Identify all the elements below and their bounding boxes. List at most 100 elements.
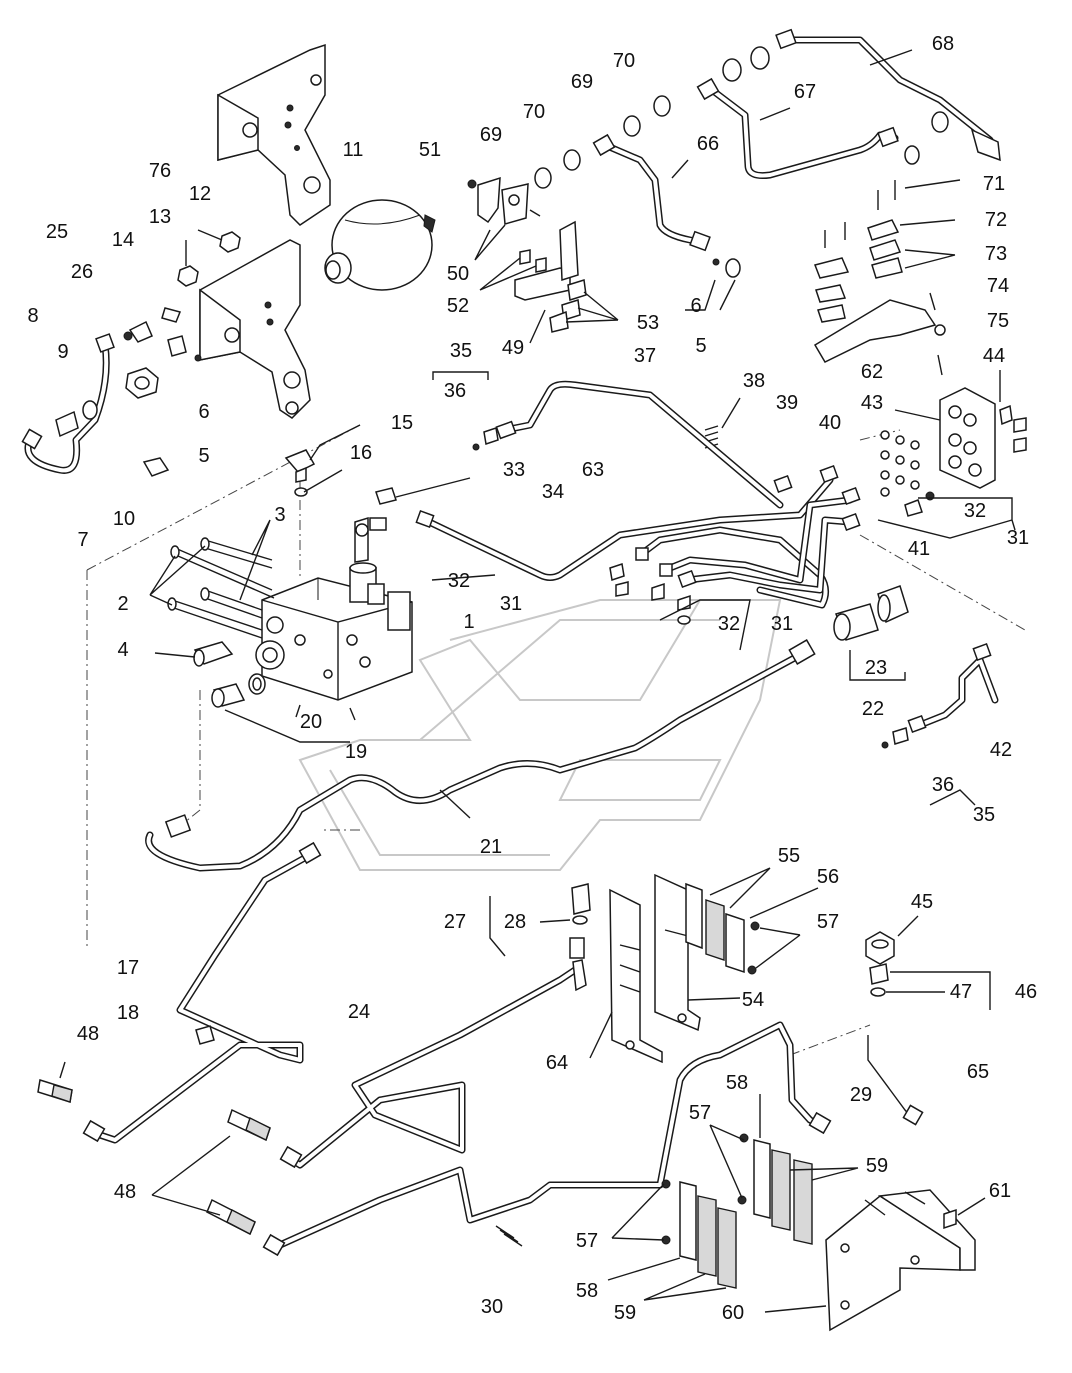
callout-label-7: 7 [77, 529, 88, 551]
callout-label-71: 71 [983, 173, 1005, 195]
callout-label-57b: 57 [689, 1102, 711, 1124]
callout-label-55: 55 [778, 845, 800, 867]
clips-57-59-lower [607, 1094, 859, 1301]
callout-label-50: 50 [447, 263, 469, 285]
callout-label-35a: 35 [450, 340, 472, 362]
callout-label-3: 3 [274, 504, 285, 526]
pipe-29-30 [262, 1021, 924, 1257]
callout-label-26: 26 [71, 261, 93, 283]
valve-block-1 [255, 516, 413, 701]
callout-label-36b: 36 [932, 774, 954, 796]
callout-label-58b: 58 [576, 1280, 598, 1302]
callout-label-44: 44 [983, 345, 1005, 367]
callout-label-12: 12 [189, 183, 211, 205]
callout-label-5b: 5 [695, 335, 706, 357]
callout-label-57c: 57 [576, 1230, 598, 1252]
callout-label-70a: 70 [523, 101, 545, 123]
callout-label-72: 72 [985, 209, 1007, 231]
plugs-22-23 [833, 585, 999, 806]
callout-label-32b: 32 [718, 613, 740, 635]
callout-label-32a: 32 [448, 570, 470, 592]
callout-label-64: 64 [546, 1052, 568, 1074]
callout-label-32c: 32 [964, 500, 986, 522]
callout-label-40: 40 [819, 412, 841, 434]
callout-label-68: 68 [932, 33, 954, 55]
callout-label-16: 16 [350, 442, 372, 464]
callout-label-76: 76 [149, 160, 171, 182]
accumulator-11 [324, 199, 436, 291]
callout-label-56: 56 [817, 866, 839, 888]
callout-label-10: 10 [113, 508, 135, 530]
pipe-24 [279, 883, 591, 1169]
spring-38 [704, 397, 741, 449]
callout-label-13: 13 [149, 206, 171, 228]
callout-label-75: 75 [987, 310, 1009, 332]
callout-label-62: 62 [861, 361, 883, 383]
fittings-45-47 [865, 915, 991, 1010]
callout-label-73: 73 [985, 243, 1007, 265]
fitting-15-16 [284, 424, 361, 497]
pipes-34-37-39-40-63 [375, 371, 861, 651]
callout-label-38: 38 [743, 370, 765, 392]
fittings-cluster [880, 430, 920, 497]
callout-label-29: 29 [850, 1084, 872, 1106]
sleeves-48 [37, 1061, 271, 1236]
callout-label-47: 47 [950, 981, 972, 1003]
callout-label-59a: 59 [866, 1155, 888, 1177]
callout-label-60: 60 [722, 1302, 744, 1324]
callout-label-14: 14 [112, 229, 134, 251]
callout-label-9: 9 [57, 341, 68, 363]
callout-label-15: 15 [391, 412, 413, 434]
callout-label-1: 1 [463, 611, 474, 633]
callout-label-69a: 69 [480, 124, 502, 146]
callout-label-21: 21 [480, 836, 502, 858]
pipe-17 [82, 841, 322, 1144]
callout-label-31a: 31 [500, 593, 522, 615]
callout-label-58a: 58 [726, 1072, 748, 1094]
bracket-12 [199, 239, 311, 419]
callout-label-45: 45 [911, 891, 933, 913]
callout-label-54: 54 [742, 989, 764, 1011]
bolts-2-3 [149, 519, 275, 639]
brackets-54-64 [589, 873, 741, 1064]
callout-label-67: 67 [794, 81, 816, 103]
callout-label-53: 53 [637, 312, 659, 334]
callout-label-69b: 69 [571, 71, 593, 93]
callout-label-35b: 35 [973, 804, 995, 826]
clips-55-57 [685, 867, 819, 975]
callout-label-4: 4 [117, 639, 128, 661]
callout-label-2: 2 [117, 593, 128, 615]
callout-label-42: 42 [990, 739, 1012, 761]
callout-label-6a: 6 [198, 401, 209, 423]
callout-label-31b: 31 [771, 613, 793, 635]
callout-label-57a: 57 [817, 911, 839, 933]
callout-label-74: 74 [987, 275, 1009, 297]
manifold-43 [877, 370, 1027, 539]
callout-label-25: 25 [46, 221, 68, 243]
callout-label-18: 18 [117, 1002, 139, 1024]
callout-label-5a: 5 [198, 445, 209, 467]
callout-label-66: 66 [697, 133, 719, 155]
callout-label-63: 63 [582, 459, 604, 481]
pipe-21 [145, 639, 816, 872]
callout-label-36a: 36 [444, 380, 466, 402]
callout-label-19: 19 [345, 741, 367, 763]
callout-label-70b: 70 [613, 50, 635, 72]
callout-label-37: 37 [634, 345, 656, 367]
callout-label-24: 24 [348, 1001, 370, 1023]
callout-label-48a: 48 [77, 1023, 99, 1045]
clamp-plates-71-75 [813, 179, 961, 376]
callout-label-39: 39 [776, 392, 798, 414]
callout-label-65: 65 [967, 1061, 989, 1083]
nuts-13 [177, 229, 241, 287]
callout-label-52: 52 [447, 295, 469, 317]
callout-label-59b: 59 [614, 1302, 636, 1324]
callout-label-34: 34 [542, 481, 564, 503]
callout-label-41: 41 [908, 538, 930, 560]
callout-label-27: 27 [444, 911, 466, 933]
callout-label-31c: 31 [1007, 527, 1029, 549]
callout-label-61: 61 [989, 1180, 1011, 1202]
